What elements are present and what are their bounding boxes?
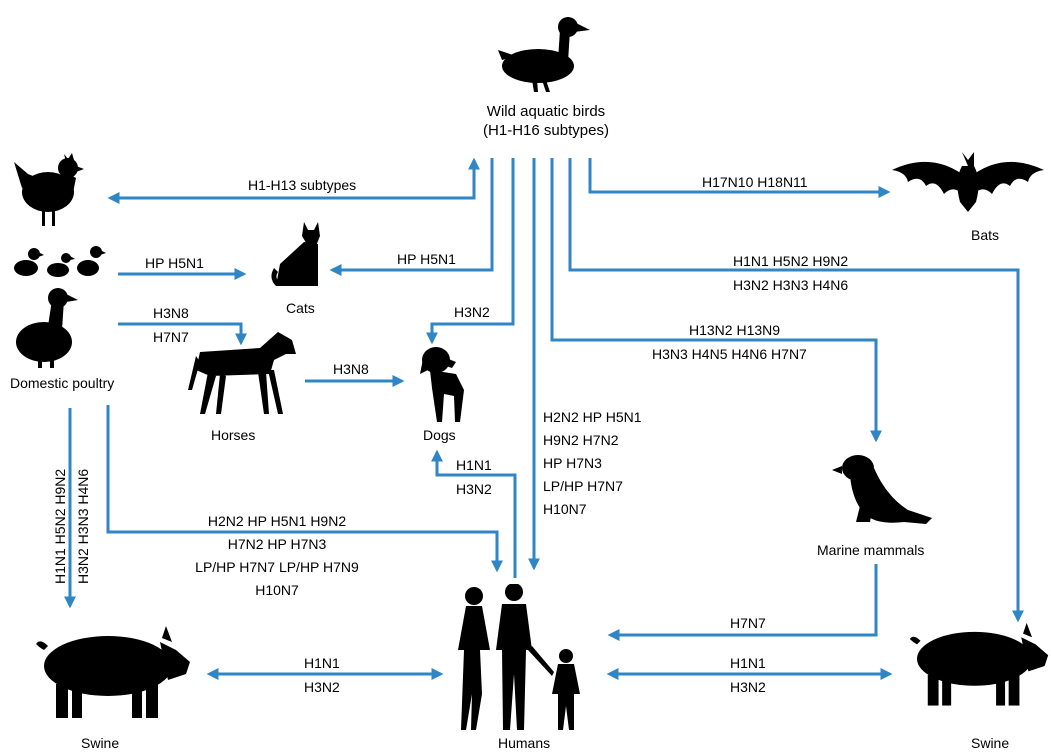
edge-label-poultry-humans-4: H10N7 (255, 582, 299, 598)
ducklings-icon (12, 240, 108, 280)
swine-right-label: Swine (971, 735, 1010, 751)
edge-label-humans-dogs-1: H1N1 (456, 457, 492, 473)
pig-icon (908, 618, 1050, 714)
edge-label-birds-marine-2: H3N3 H4N5 H4N6 H7N7 (652, 346, 807, 362)
edge-label-birds-humans-3: HP H7N3 (543, 455, 602, 471)
arrow-poultry-humans (106, 405, 503, 573)
edge-label-birds-marine-1: H13N2 H13N9 (689, 322, 781, 338)
edge-label-swine-humans-1: H1N1 (304, 655, 340, 671)
bats-label: Bats (971, 227, 1000, 243)
edge-label-birds-cats: HP H5N1 (397, 251, 456, 267)
edge-label-poultry-humans-2: H7N2 HP H7N3 (227, 536, 327, 552)
arrow-birds-poultry (107, 157, 480, 204)
swine-left-label: Swine (81, 735, 120, 751)
marine-mammals-label: Marine mammals (817, 542, 925, 558)
wild-birds-subtypes-label: (H1-H16 subtypes) (483, 122, 609, 139)
edge-label-poultry-cats: HP H5N1 (145, 255, 204, 271)
edge-label-birds-dogs: H3N2 (454, 304, 490, 320)
edge-label-birds-swine-1: H1N1 H5N2 H9N2 (733, 253, 849, 269)
cats-label: Cats (286, 300, 315, 316)
arrow-marine-humans (607, 564, 878, 641)
humans-icon (454, 584, 590, 734)
wild-birds-label: Wild aquatic birds (486, 103, 606, 120)
edge-label-birds-humans-1: H2N2 HP H5N1 (543, 409, 642, 425)
edge-label-poultry-swine-2: H3N2 H3N3 H4N6 (75, 468, 91, 584)
edge-label-poultry-swine-1: H1N1 H5N2 H9N2 (52, 468, 68, 584)
edge-label-poultry-humans-3: LP/HP H7N7 LP/HP H7N9 (195, 559, 359, 575)
arrow-birds-dogs (426, 158, 515, 345)
horse-icon (186, 330, 298, 416)
edge-label-humans-dogs-2: H3N2 (456, 481, 492, 497)
domestic-poultry-label: Domestic poultry (10, 375, 115, 391)
arrow-birds-swine-right (568, 158, 1024, 623)
edge-label-poultry-humans-1: H2N2 HP H5N1 H9N2 (207, 513, 347, 529)
edge-label-poultry-horses-1: H3N8 (153, 305, 189, 321)
arrow-humans-dogs (431, 449, 517, 578)
arrow-birds-cats (329, 158, 494, 276)
edge-label-marine-humans: H7N7 (730, 615, 766, 631)
arrow-poultry-horses (118, 322, 247, 346)
duck-icon (498, 14, 598, 92)
edge-label-birds-swine-2: H3N2 H3N3 H4N6 (733, 277, 849, 293)
edge-label-birds-bats: H17N10 H18N11 (702, 174, 808, 190)
edge-label-birds-poultry: H1-H13 subtypes (248, 177, 357, 193)
seal-icon (830, 452, 934, 534)
edge-label-humans-swine-2: H3N2 (730, 679, 766, 695)
edge-label-poultry-horses-2: H7N7 (153, 329, 189, 345)
bat-icon (890, 150, 1046, 214)
edge-label-birds-humans-5: H10N7 (543, 501, 587, 517)
arrow-birds-marine (550, 158, 882, 443)
arrow-birds-bats (588, 158, 891, 198)
dog-icon (420, 344, 468, 422)
dogs-label: Dogs (423, 427, 456, 443)
edge-label-horses-dogs: H3N8 (333, 361, 369, 377)
edge-label-humans-swine-1: H1N1 (730, 655, 766, 671)
domestic-duck-icon (14, 286, 78, 368)
edge-label-birds-humans-2: H9N2 H7N2 (543, 432, 619, 448)
chicken-icon (14, 148, 86, 228)
horses-label: Horses (211, 427, 256, 443)
humans-label: Humans (498, 735, 551, 751)
edge-label-swine-humans-2: H3N2 (304, 679, 340, 695)
edge-label-birds-humans-4: LP/HP H7N7 (543, 478, 623, 494)
cat-icon (268, 220, 328, 288)
pig-icon (34, 624, 192, 724)
